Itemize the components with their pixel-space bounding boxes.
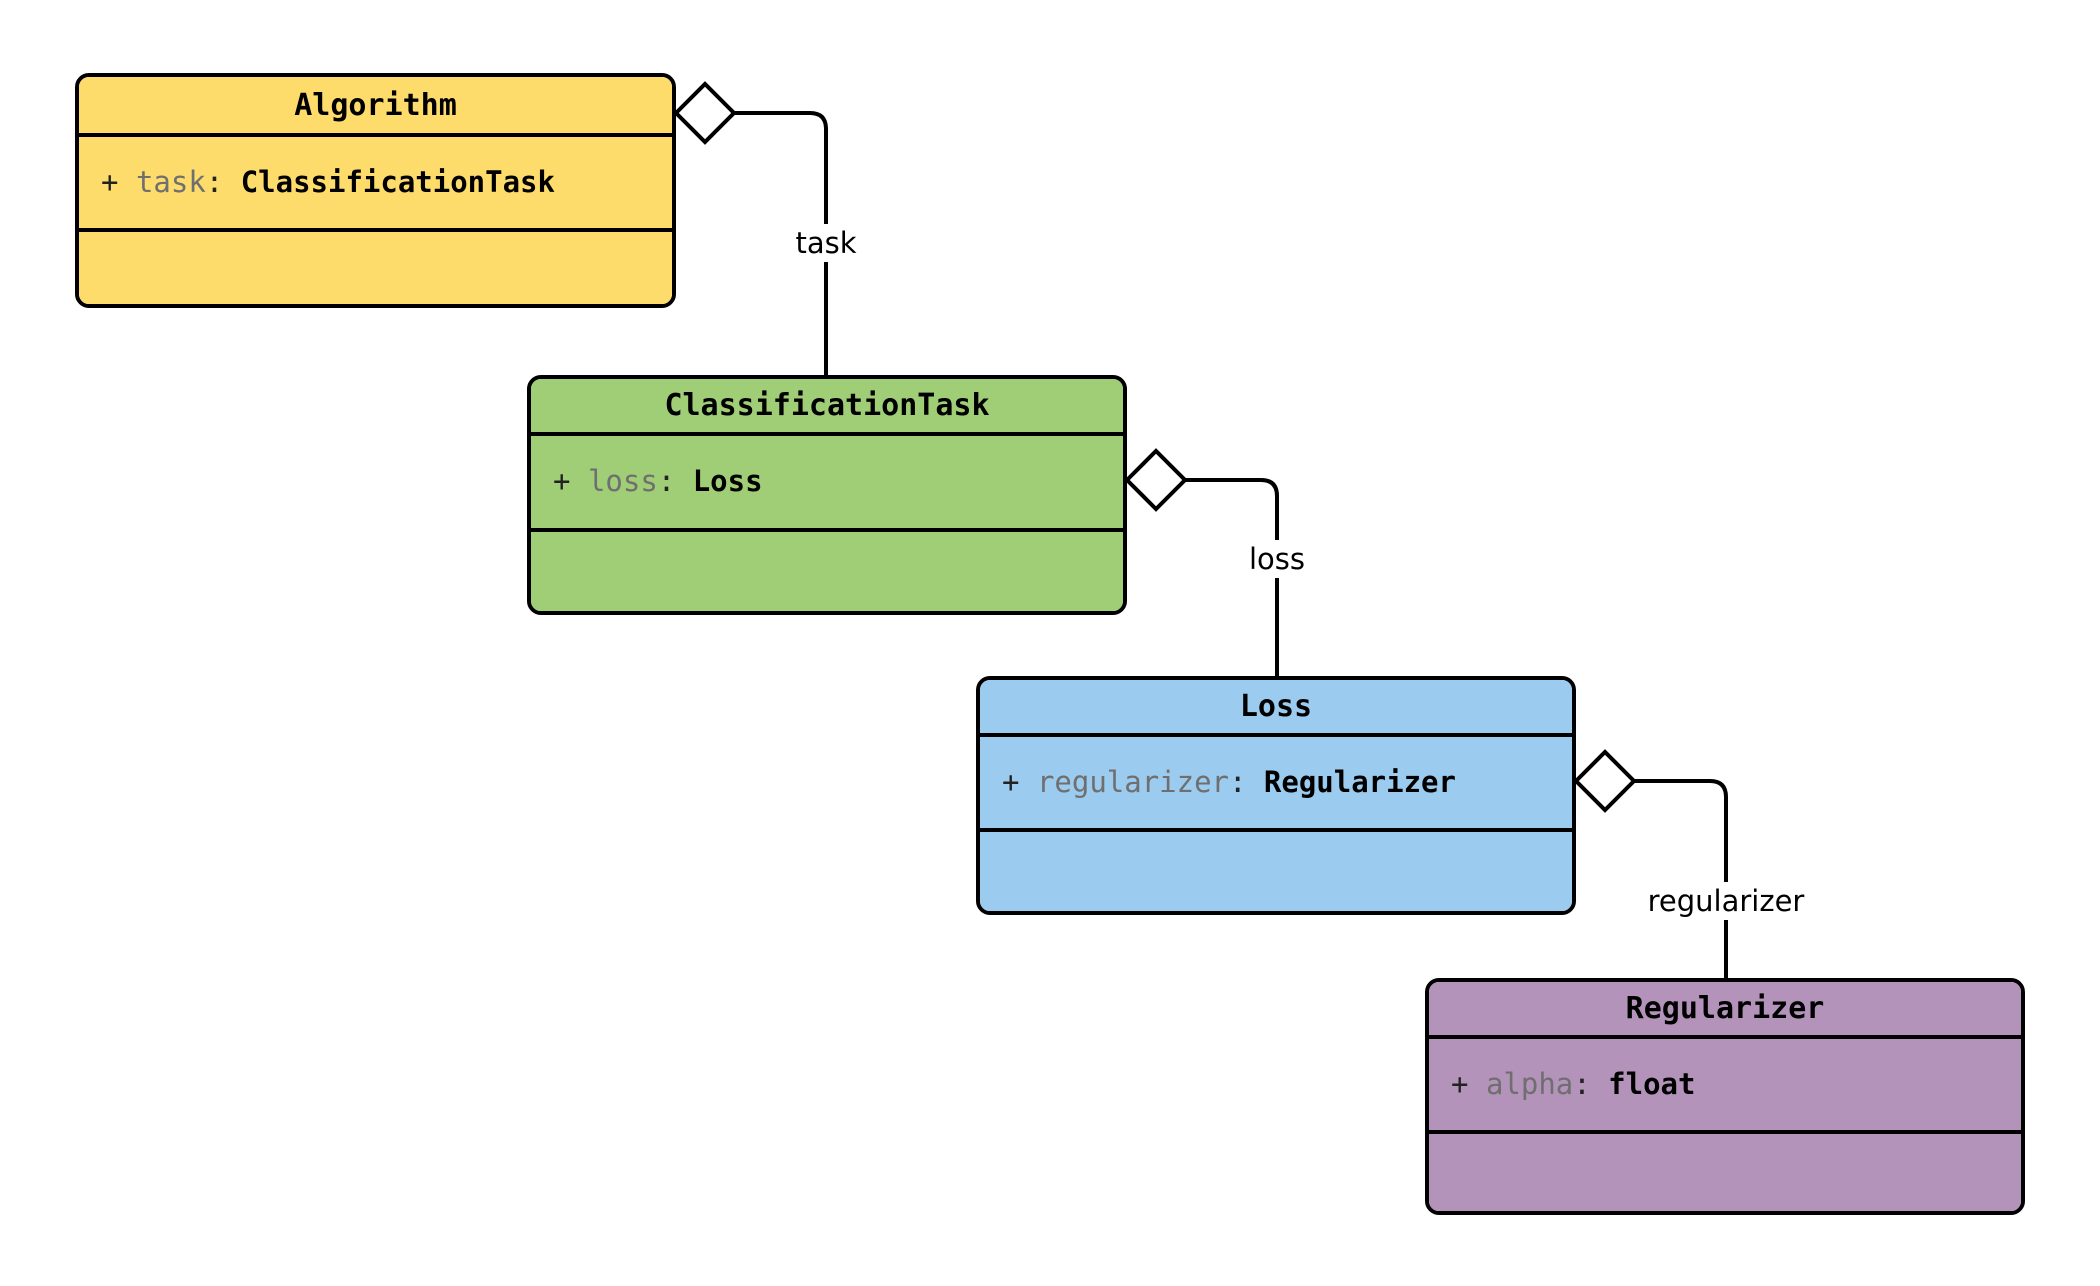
attribute-type: Loss xyxy=(692,464,763,499)
class-attributes-regularizer: + alpha: float xyxy=(1429,1039,2021,1134)
edge-label-regularizer: regularizer xyxy=(1643,882,1809,920)
attribute-visibility: + xyxy=(1002,764,1020,799)
aggregation-diamond-icon xyxy=(1573,749,1637,813)
attribute-separator: : xyxy=(1229,764,1264,799)
attribute-separator: : xyxy=(657,464,693,499)
class-methods-classification-task xyxy=(531,532,1123,611)
class-title-algorithm: Algorithm xyxy=(79,77,672,137)
attribute-name: task xyxy=(135,164,206,199)
attribute-row: + loss: Loss xyxy=(553,464,1123,499)
attribute-separator: : xyxy=(1573,1066,1609,1101)
aggregation-diamond-icon xyxy=(673,81,737,145)
attribute-name: loss xyxy=(587,464,658,499)
attribute-row: + regularizer: Regularizer xyxy=(1002,764,1572,799)
class-attributes-classification-task: + loss: Loss xyxy=(531,436,1123,532)
attribute-row: + task: ClassificationTask xyxy=(101,164,672,199)
aggregation-diamond-icon xyxy=(1124,448,1188,512)
attribute-type: ClassificationTask xyxy=(240,164,555,199)
class-box-classification-task[interactable]: ClassificationTask + loss: Loss xyxy=(527,375,1127,615)
edge-regularizer[interactable] xyxy=(1573,749,1728,978)
class-box-algorithm[interactable]: Algorithm + task: ClassificationTask xyxy=(75,73,676,308)
class-attributes-loss: + regularizer: Regularizer xyxy=(980,737,1572,832)
attribute-type: float xyxy=(1608,1066,1696,1101)
class-attributes-algorithm: + task: ClassificationTask xyxy=(79,137,672,232)
edge-label-task: task xyxy=(791,224,861,262)
attribute-visibility: + xyxy=(101,164,119,199)
attribute-name: alpha xyxy=(1485,1066,1574,1101)
class-title-loss: Loss xyxy=(980,680,1572,737)
class-title-regularizer: Regularizer xyxy=(1429,982,2021,1039)
class-methods-algorithm xyxy=(79,232,672,304)
attribute-type: Regularizer xyxy=(1263,764,1456,799)
class-title-classification-task: ClassificationTask xyxy=(531,379,1123,436)
attribute-row: + alpha: float xyxy=(1451,1066,2021,1101)
class-box-regularizer[interactable]: Regularizer + alpha: float xyxy=(1425,978,2025,1215)
attribute-visibility: + xyxy=(553,464,571,499)
edge-label-loss: loss xyxy=(1244,540,1310,578)
class-methods-regularizer xyxy=(1429,1134,2021,1211)
class-box-loss[interactable]: Loss + regularizer: Regularizer xyxy=(976,676,1576,915)
attribute-separator: : xyxy=(205,164,241,199)
attribute-visibility: + xyxy=(1451,1066,1469,1101)
attribute-name: regularizer xyxy=(1036,764,1229,799)
class-methods-loss xyxy=(980,832,1572,911)
